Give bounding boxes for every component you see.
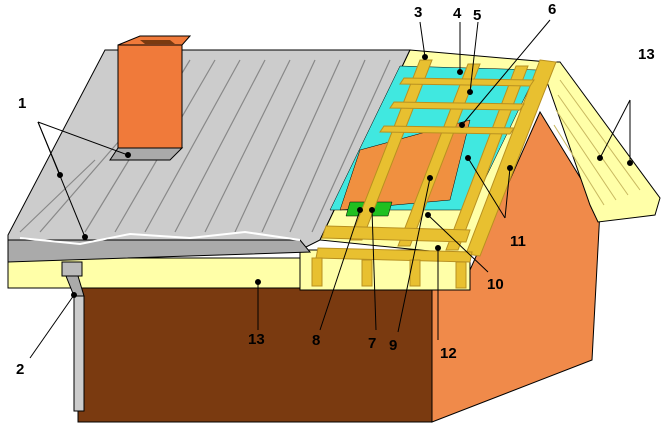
callout-1: 1 xyxy=(18,95,27,112)
chimney-flue xyxy=(140,40,175,44)
callout-11: 11 xyxy=(510,233,526,250)
callout-13-right: 13 xyxy=(638,46,655,63)
gutter-edge xyxy=(19,230,301,246)
callout-8: 8 xyxy=(312,332,321,349)
downpipe-elbow xyxy=(65,275,85,297)
leader-lines xyxy=(29,19,633,359)
callout-3: 3 xyxy=(414,4,423,21)
eave-soffit xyxy=(7,257,321,289)
callout-2: 2 xyxy=(16,361,25,378)
callout-7: 7 xyxy=(368,335,377,352)
callout-6: 6 xyxy=(548,1,557,18)
gutter xyxy=(7,239,312,263)
callout-13-left: 13 xyxy=(248,331,265,348)
chimney xyxy=(117,44,183,149)
downpipe xyxy=(73,295,85,412)
callout-4: 4 xyxy=(453,5,462,22)
callout-12: 12 xyxy=(440,345,457,362)
downpipe-head xyxy=(61,261,83,277)
gable-overhang xyxy=(539,61,661,223)
callout-5: 5 xyxy=(473,7,482,24)
callout-10: 10 xyxy=(487,276,504,293)
front-wall xyxy=(77,282,433,423)
chimney-flashing xyxy=(109,147,184,161)
callout-9: 9 xyxy=(389,337,398,354)
